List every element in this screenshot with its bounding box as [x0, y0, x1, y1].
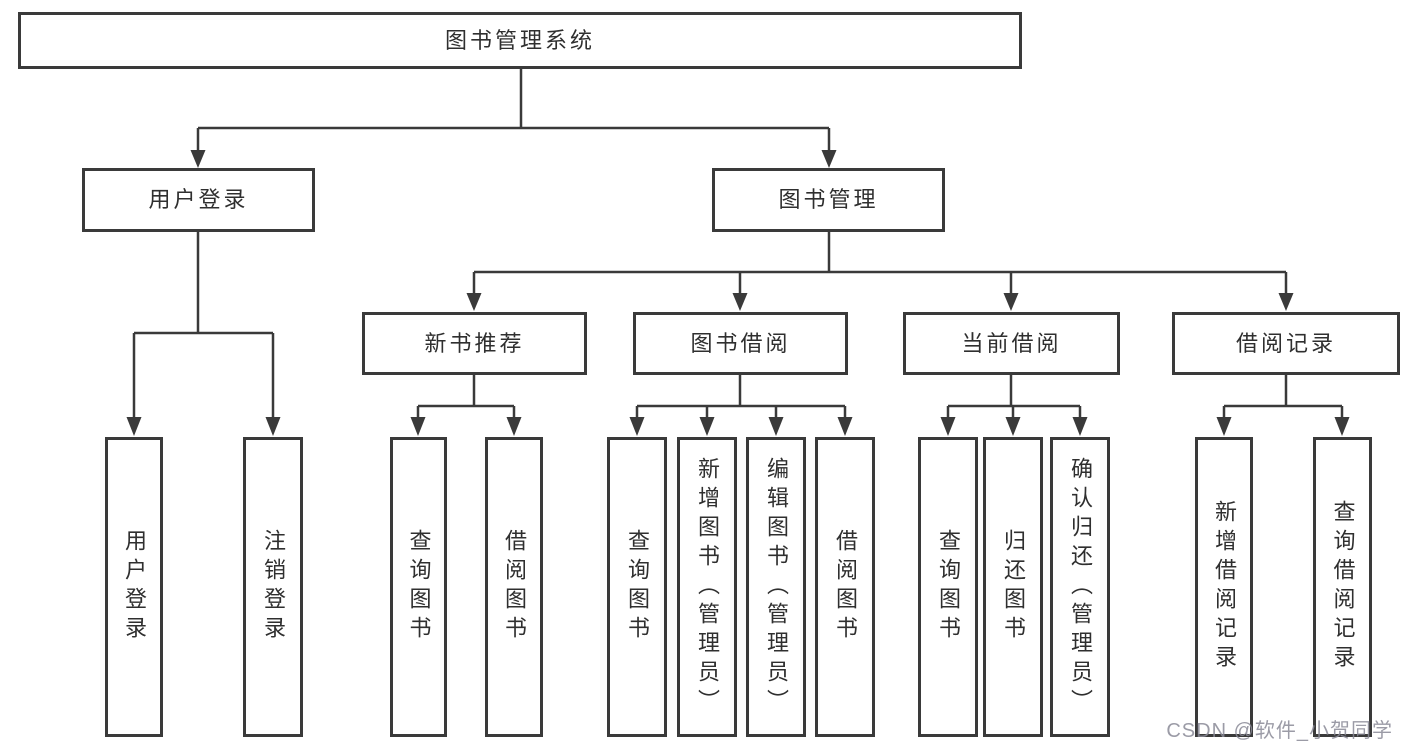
arrowhead [940, 417, 956, 436]
arrowhead [1216, 417, 1232, 436]
connector-user-login-to-children [132, 232, 275, 421]
node-label: 当前借阅 [961, 330, 1062, 356]
node-label: 查询图书 [936, 529, 961, 645]
leaf-query-borrow-record: 查询借阅记录 [1313, 437, 1372, 737]
arrowhead [699, 417, 715, 436]
node-label: 确认归还（管理员） [1068, 456, 1093, 718]
arrowhead [190, 150, 206, 168]
node-book-borrow: 图书借阅 [633, 312, 848, 375]
leaf-user-login: 用户登录 [105, 437, 163, 737]
arrowhead [732, 293, 748, 311]
arrowhead [837, 417, 853, 436]
arrowhead [265, 417, 281, 436]
arrowhead [1278, 293, 1294, 311]
node-label: 编辑图书（管理员） [764, 456, 789, 718]
arrowhead [126, 417, 142, 436]
leaf-add-books-admin: 新增图书（管理员） [677, 437, 737, 737]
node-label: 借阅记录 [1235, 330, 1336, 356]
node-label: 借阅图书 [833, 529, 858, 645]
node-user-login-branch: 用户登录 [82, 168, 315, 232]
connector-book-borrow-to-children [635, 375, 847, 421]
node-label: 新增图书（管理员） [695, 456, 720, 718]
node-label: 图书借阅 [690, 330, 791, 356]
node-label: 用户登录 [122, 529, 147, 645]
node-label: 查询图书 [625, 529, 650, 645]
leaf-edit-books-admin: 编辑图书（管理员） [746, 437, 806, 737]
arrowheads [126, 150, 1350, 436]
arrowhead [768, 417, 784, 436]
connector-new-book-to-children [416, 375, 516, 421]
arrowhead [410, 417, 426, 436]
arrowhead [1005, 417, 1021, 436]
arrowhead [506, 417, 522, 436]
leaf-confirm-return-admin: 确认归还（管理员） [1050, 437, 1110, 737]
leaf-query-books-current: 查询图书 [918, 437, 978, 737]
connector-root-to-level2 [196, 69, 831, 152]
node-label: 新增借阅记录 [1212, 500, 1237, 674]
node-borrow-records: 借阅记录 [1172, 312, 1400, 375]
connector-borrow-record-to-children [1222, 375, 1344, 421]
node-label: 图书管理 [778, 187, 879, 212]
arrowhead [1334, 417, 1350, 436]
node-label: 注销登录 [261, 529, 286, 645]
node-root-system: 图书管理系统 [18, 12, 1022, 69]
arrowhead [466, 293, 482, 311]
node-label: 借阅图书 [502, 529, 527, 645]
leaf-logout: 注销登录 [243, 437, 303, 737]
leaf-borrow-books-recommend: 借阅图书 [485, 437, 543, 737]
node-label: 查询借阅记录 [1330, 500, 1356, 674]
node-new-book-recommend: 新书推荐 [362, 312, 587, 375]
arrowhead [821, 150, 837, 168]
leaf-add-borrow-record: 新增借阅记录 [1195, 437, 1253, 737]
connector-current-borrow-to-children [946, 375, 1082, 421]
leaf-query-books-recommend: 查询图书 [390, 437, 447, 737]
csdn-watermark: CSDN @软件_小贺同学 [1166, 720, 1393, 742]
node-label: 查询图书 [406, 529, 432, 645]
node-label: 用户登录 [148, 187, 249, 212]
node-label: 图书管理系统 [444, 27, 595, 53]
arrowhead [1072, 417, 1088, 436]
connector-book-management-to-level3 [472, 232, 1288, 296]
node-current-borrow: 当前借阅 [903, 312, 1120, 375]
node-book-management-branch: 图书管理 [712, 168, 945, 232]
leaf-return-books: 归还图书 [983, 437, 1043, 737]
node-label: 归还图书 [1001, 529, 1026, 645]
leaf-query-books-borrow: 查询图书 [607, 437, 667, 737]
leaf-borrow-books: 借阅图书 [815, 437, 875, 737]
node-label: 新书推荐 [424, 330, 525, 356]
arrowhead [1003, 293, 1019, 311]
arrowhead [629, 417, 645, 436]
